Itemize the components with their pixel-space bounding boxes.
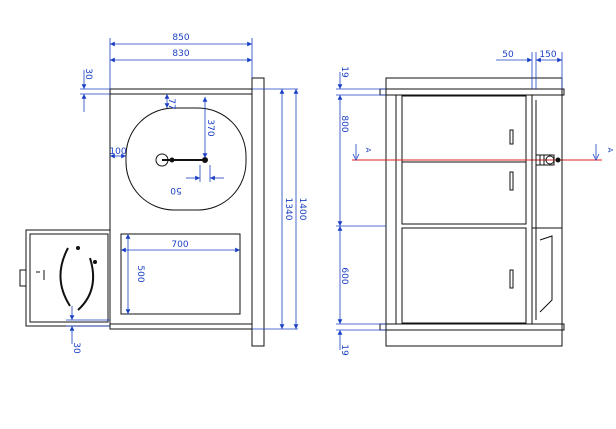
dim-77: 77 bbox=[166, 98, 176, 109]
svg-text:A: A bbox=[364, 148, 372, 153]
dim-19-top: 19 bbox=[339, 66, 349, 78]
drawer-open bbox=[19, 229, 111, 327]
dim-30-bottom: 30 bbox=[71, 342, 81, 354]
dim-830: 830 bbox=[172, 49, 189, 59]
handle-middle bbox=[509, 171, 514, 191]
dim-19-bottom: 19 bbox=[339, 344, 349, 356]
dim-50-faucet: 50 bbox=[170, 185, 182, 195]
cabinet-body bbox=[395, 94, 533, 325]
faucet-elevation-icon bbox=[535, 154, 561, 166]
dim-850: 850 bbox=[172, 33, 189, 43]
faucet-icon bbox=[155, 153, 208, 167]
handle-lower bbox=[509, 269, 514, 289]
dim-30-top: 30 bbox=[83, 68, 93, 80]
dim-1340: 1340 bbox=[283, 198, 293, 221]
dim-100: 100 bbox=[109, 147, 126, 157]
side-panel bbox=[251, 77, 265, 347]
hob-area bbox=[120, 233, 241, 315]
plan-view: 850 830 30 77 370 100 50 700 500 1 bbox=[19, 33, 307, 354]
dim-600: 600 bbox=[339, 267, 349, 284]
sink-basin bbox=[125, 107, 247, 211]
dim-1400: 1400 bbox=[297, 198, 307, 221]
dim-700: 700 bbox=[171, 240, 188, 250]
side-column bbox=[531, 94, 563, 325]
countertop-outline bbox=[109, 88, 253, 330]
lower-door bbox=[401, 227, 527, 324]
dim-50-elev: 50 bbox=[502, 50, 514, 60]
section-mark-right: A bbox=[592, 144, 614, 161]
dim-370: 370 bbox=[205, 119, 215, 136]
dim-500: 500 bbox=[135, 265, 145, 282]
dim-150: 150 bbox=[539, 50, 556, 60]
section-mark-left: A bbox=[352, 144, 372, 161]
svg-text:A: A bbox=[606, 148, 614, 153]
dim-800: 800 bbox=[339, 115, 349, 132]
handle-upper bbox=[509, 129, 514, 145]
elevation-view: A A 50 150 19 800 600 19 bbox=[336, 50, 614, 356]
